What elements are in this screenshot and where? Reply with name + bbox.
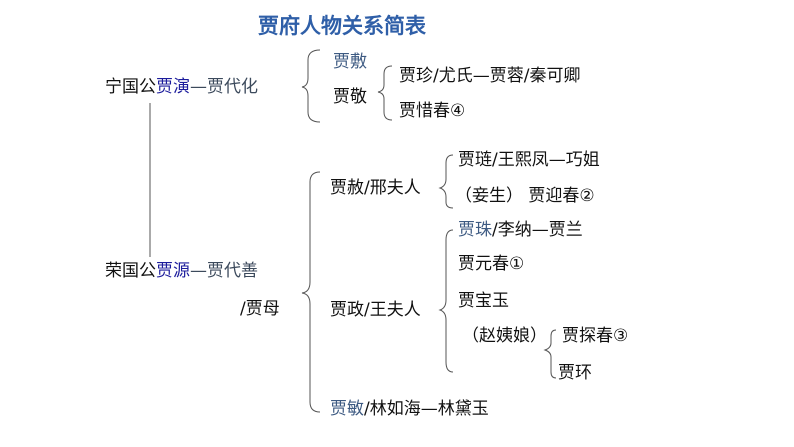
zhao-yiniang: （赵姨娘） [462, 326, 547, 346]
ningguo-founder: 贾演 [156, 77, 190, 97]
jia-min-line: 贾敏/林如海—林黛玉 [330, 399, 489, 419]
rongguo-founder: 贾源 [156, 261, 190, 281]
jia-tanchun: 贾探春③ [562, 326, 629, 346]
jia-fu: 贾敷 [333, 52, 367, 72]
jia-jing: 贾敬 [333, 87, 367, 107]
rongguo-title: 荣国公 [105, 261, 156, 281]
ningguo-title: 宁国公 [105, 77, 156, 97]
brace-rongguo [301, 171, 321, 413]
page-title: 贾府人物关系简表 [258, 14, 426, 38]
ningguo-line: 宁国公贾演—贾代化 [105, 77, 258, 97]
brace-zheng [438, 229, 454, 373]
rongguo-line: 荣国公贾源—贾代善 [105, 261, 258, 281]
brace-jingdescendants [377, 65, 393, 121]
ningguo-heir: —贾代化 [190, 77, 258, 97]
brace-ningguo [301, 49, 321, 123]
jia-zhu: 贾珠 [458, 220, 492, 240]
jia-zheng: 贾政/王夫人 [330, 300, 421, 320]
jia-huan: 贾环 [558, 363, 592, 383]
jia-lian-line: 贾琏/王熙凤—巧姐 [458, 150, 600, 170]
jia-zhen-line: 贾珍/尤氏—贾蓉/秦可卿 [399, 66, 581, 86]
brace-zhao [543, 329, 557, 379]
lin-ruhai-daiyu: /林如海—林黛玉 [364, 399, 489, 419]
jia-mu: /贾母 [240, 299, 280, 319]
jia-min: 贾敏 [330, 399, 364, 419]
jia-she: 贾赦/邢夫人 [330, 178, 421, 198]
rongguo-heir: —贾代善 [190, 261, 258, 281]
li-wan-jia-lan: /李纳—贾兰 [492, 220, 583, 240]
jia-xichun: 贾惜春④ [399, 101, 466, 121]
jia-zhu-line: 贾珠/李纳—贾兰 [458, 220, 583, 240]
jia-baoyu: 贾宝玉 [458, 291, 509, 311]
jia-yingchun: （妾生） 贾迎春② [455, 186, 595, 206]
brace-she [438, 154, 454, 209]
jia-yuanchun: 贾元春① [458, 254, 525, 274]
